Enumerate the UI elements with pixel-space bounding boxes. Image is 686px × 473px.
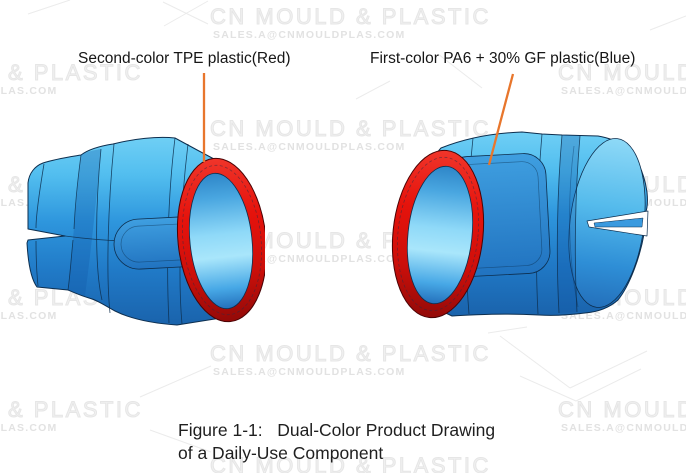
watermark-contact-text: SALES.A@CNMOULDPLAS.COM (213, 141, 406, 153)
label-second-color-tpe: Second-color TPE plastic(Red) (78, 50, 291, 67)
figure-caption: Figure 1-1: Dual-Color Product Drawing o… (178, 419, 495, 465)
watermark-tile: CN MOULD & PLASTICSALES.A@CNMOULDPLAS.CO… (558, 397, 686, 434)
watermark-brand-text: CN MOULD & PLASTIC (558, 60, 686, 85)
watermark-tile: CN MOULD & PLASTICSALES.A@CNMOULDPLAS.CO… (558, 60, 686, 97)
watermark-brand-text: CN MOULD & PLASTIC (0, 60, 143, 85)
watermark-tile: CN MOULD & PLASTICSALES.A@CNMOULDPLAS.CO… (0, 60, 143, 97)
watermark-contact-text: SALES.A@CNMOULDPLAS.COM (213, 29, 406, 41)
part-drawing-right (391, 131, 649, 319)
part-drawing-left (26, 136, 265, 326)
watermark-contact-text: SALES.A@CNMOULDPLAS.COM (0, 422, 58, 434)
watermark-contact-text: SALES.A@CNMOULDPLAS.COM (561, 422, 686, 434)
watermark-contact-text: SALES.A@CNMOULDPLAS.COM (213, 366, 406, 378)
watermark-tile: CN MOULD & PLASTICSALES.A@CNMOULDPLAS.CO… (0, 397, 143, 434)
leader-line-right (487, 73, 515, 166)
watermark-brand-text: CN MOULD & PLASTIC (210, 341, 491, 366)
watermark-tile: CN MOULD & PLASTICSALES.A@CNMOULDPLAS.CO… (210, 453, 491, 473)
caption-line-2: of a Daily-Use Component (178, 443, 384, 463)
bore (188, 172, 254, 310)
bore (406, 165, 474, 305)
caption-line-1: Figure 1-1: Dual-Color Product Drawing (178, 420, 496, 440)
watermark-brand-text: CN MOULD & PLASTIC (558, 397, 686, 422)
watermark-brand-text: CN MOULD & PLASTIC (210, 4, 491, 29)
watermark-brand-text: CN MOULD & PLASTIC (210, 453, 491, 473)
watermark-contact-text: SALES.A@CNMOULDPLAS.COM (561, 85, 686, 97)
watermark-contact-text: SALES.A@CNMOULDPLAS.COM (0, 310, 58, 322)
watermark-contact-text: SALES.A@CNMOULDPLAS.COM (213, 253, 406, 265)
watermark-brand-text: CN MOULD & PLASTIC (0, 397, 143, 422)
watermark-contact-text: SALES.A@CNMOULDPLAS.COM (0, 85, 58, 97)
step-band (68, 149, 101, 296)
watermark-brand-text: CN MOULD & PLASTIC (210, 116, 491, 141)
step-band (557, 135, 580, 313)
label-first-color-pa6: First-color PA6 + 30% GF plastic(Blue) (370, 50, 636, 67)
watermark-contact-text: SALES.A@CNMOULDPLAS.COM (561, 310, 686, 322)
